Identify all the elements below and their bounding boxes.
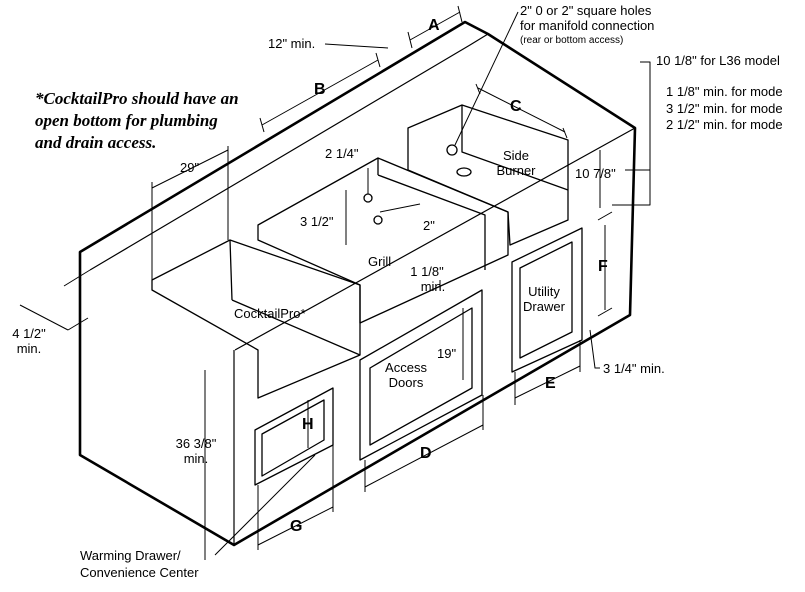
dim-2-1-4: 2 1/4" <box>325 146 359 161</box>
callout-l36 <box>625 61 651 171</box>
access-doors-label: Access Doors <box>376 360 436 390</box>
dim-12-min: 12" min. <box>268 36 316 51</box>
letter-A: A <box>428 17 440 34</box>
access-line1: Access <box>385 360 427 375</box>
dim-3-1-4-min: 3 1/4" min. <box>603 361 665 376</box>
utility-line1: Utility <box>528 284 560 299</box>
dim-C <box>477 87 566 133</box>
top-back-edge <box>89 33 489 271</box>
dim-2 <box>379 203 421 213</box>
dim-1-1-8: 1 1/8" min. <box>400 264 454 294</box>
utility-drawer-cutout <box>511 227 583 373</box>
dim-36-3-8-value: 36 3/8" <box>175 436 217 451</box>
side-burner-label: Side Burner <box>484 148 548 178</box>
callout-warming <box>214 454 316 556</box>
holes-callout-line3: (rear or bottom access) <box>520 35 624 46</box>
cocktailpro-label: CocktailPro* <box>234 306 306 321</box>
letter-B: B <box>314 81 326 98</box>
grill-hole-b <box>373 215 383 225</box>
side-burner-line2: Burner <box>496 163 536 178</box>
cocktailpro-note-line3: and drain access. <box>35 133 157 152</box>
dim-36-3-8: 36 3/8" min. <box>168 436 224 466</box>
mode-callout-3: 2 1/2" min. for mode <box>666 117 783 132</box>
letter-F: F <box>598 258 608 275</box>
manifold-hole <box>446 144 458 156</box>
dim-1-1-8-value: 1 1/8" <box>410 264 444 279</box>
dim-3-1-2: 3 1/2" <box>300 214 334 229</box>
callout-modes <box>612 124 651 206</box>
dim-2-label: 2" <box>423 218 435 233</box>
island-outline <box>78 20 637 547</box>
utility-line2: Drawer <box>523 299 565 314</box>
side-burner-line1: Side <box>502 148 530 163</box>
warming-drawer-line1: Warming Drawer/ <box>80 548 181 563</box>
grill-label: Grill <box>368 254 392 269</box>
letter-D: D <box>420 445 432 462</box>
dim-B <box>261 59 379 126</box>
l36-callout: 10 1/8" for L36 model <box>656 53 780 68</box>
dim-29-label: 29" <box>180 160 200 175</box>
utility-drawer-label: Utility Drawer <box>512 284 576 314</box>
mode-callout-1: 1 1/8" min. for mode <box>666 84 783 99</box>
access-line2: Doors <box>388 375 424 390</box>
callout-holes <box>454 11 519 146</box>
letter-G: G <box>290 518 303 535</box>
dim-4-1-2: 4 1/2" min. <box>4 326 54 356</box>
dim-4-half <box>19 304 69 331</box>
holes-callout-line1: 2" 0 or 2" square holes <box>520 3 652 18</box>
holes-callout-line2: for manifold connection <box>520 18 655 33</box>
dim-1-1-8-min: min. <box>420 279 446 294</box>
dim-12 <box>324 43 389 49</box>
dim-29 <box>151 149 229 189</box>
dim-10-7-8: 10 7/8" <box>575 166 616 181</box>
letter-H: H <box>302 416 314 433</box>
letter-C: C <box>510 98 522 115</box>
dim-G <box>257 506 334 546</box>
mode-callout-2: 3 1/2" min. for mode <box>666 101 783 116</box>
dim-36-3-8-min: min. <box>183 451 209 466</box>
dim-E <box>514 365 581 399</box>
dim-4-1-2-min: min. <box>16 341 42 356</box>
cocktailpro-cutout <box>151 239 361 399</box>
warming-drawer-line2: Convenience Center <box>80 565 199 580</box>
dim-4-1-2-value: 4 1/2" <box>12 326 46 341</box>
callout-3-quarter <box>589 329 600 369</box>
cocktailpro-note-line2: open bottom for plumbing <box>35 111 218 130</box>
letter-E: E <box>545 375 556 392</box>
access-doors-cutout <box>359 289 483 461</box>
side-burner-cutout <box>407 104 569 246</box>
grill-cutout <box>257 157 509 324</box>
dim-A <box>409 11 461 41</box>
warming-drawer-cutout <box>254 387 334 486</box>
grill-hole-a <box>363 193 373 203</box>
dim-19: 19" <box>437 346 457 361</box>
cocktailpro-note-line1: *CocktailPro should have an <box>35 89 239 108</box>
burner-valve-hole <box>456 167 472 177</box>
dim-D <box>364 424 484 488</box>
